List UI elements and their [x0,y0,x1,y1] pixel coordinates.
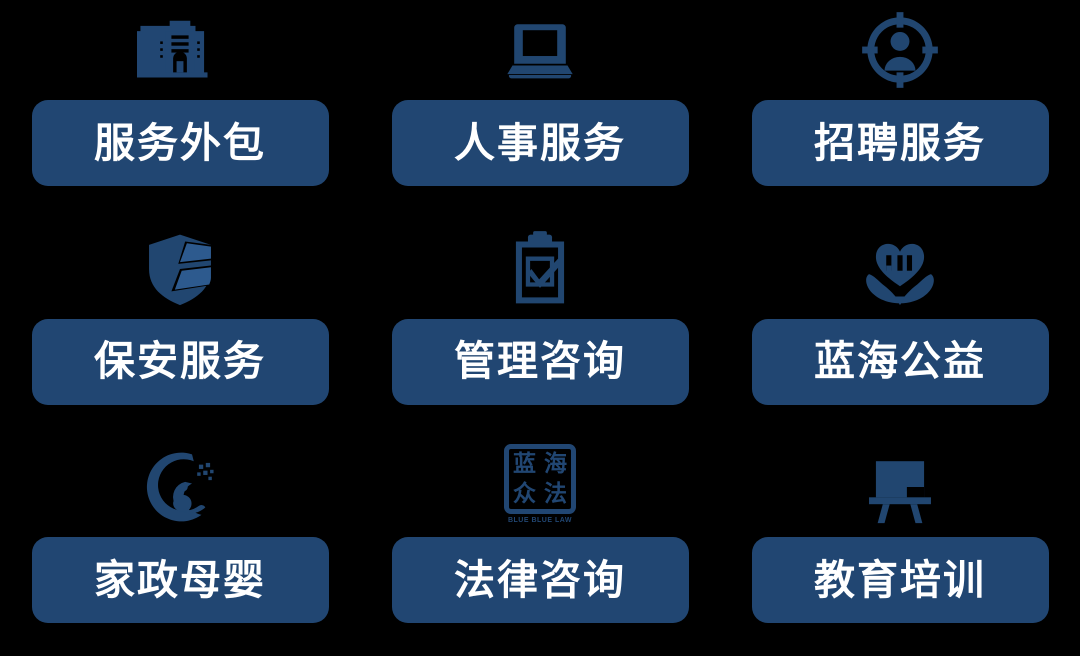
service-button-consulting[interactable]: 管理咨询 [391,318,689,405]
seal-char-1: 蓝 [513,450,536,477]
service-label: 法律咨询 [454,556,626,603]
service-cell-2: 人事服务 [360,0,720,219]
service-label: 家政母婴 [94,556,266,603]
person-target-icon [850,6,950,94]
service-label: 招聘服务 [814,119,986,166]
seal-char-2: 海 [544,450,567,477]
service-button-outsourcing[interactable]: 服务外包 [31,100,329,186]
service-cell-1: 服务外包 [0,0,360,219]
service-button-housekeeping[interactable]: 家政母婴 [31,537,329,624]
service-button-charity[interactable]: 蓝海公益 [751,318,1049,405]
service-label: 蓝海公益 [814,338,986,385]
service-label: 服务外包 [94,119,266,166]
laptop-icon [490,6,590,94]
service-button-security[interactable]: 保安服务 [31,318,329,405]
service-label: 人事服务 [454,119,626,166]
service-cell-6: 蓝海公益 [720,219,1080,438]
office-building-icon [130,6,230,94]
service-cell-7: 家政母婴 [0,437,360,656]
service-button-education[interactable]: 教育培训 [751,537,1049,624]
service-label: 保安服务 [94,338,266,385]
service-button-recruitment[interactable]: 招聘服务 [751,100,1049,186]
seal-box: 蓝 海 众 法 [504,444,576,515]
service-button-legal[interactable]: 法律咨询 [391,537,689,624]
service-label: 教育培训 [814,556,986,603]
mother-baby-icon [130,443,230,531]
blackboard-icon [850,443,950,531]
service-cell-8: 蓝 海 众 法 BLUE BLUE LAW 法律咨询 [360,437,720,656]
service-button-hr[interactable]: 人事服务 [391,100,689,186]
seal-subtitle: BLUE BLUE LAW [507,517,573,525]
seal-logo: 蓝 海 众 法 BLUE BLUE LAW [501,444,579,530]
service-cell-3: 招聘服务 [720,0,1080,219]
service-cell-9: 教育培训 [720,437,1080,656]
service-cell-4: 保安服务 [0,219,360,438]
seal-char-3: 众 [513,480,536,507]
shield-icon [130,225,230,313]
service-label: 管理咨询 [454,338,626,385]
hands-heart-icon [850,225,950,313]
seal-char-4: 法 [544,480,567,507]
law-seal-logo-icon: 蓝 海 众 法 BLUE BLUE LAW [490,443,590,531]
service-cell-5: 管理咨询 [360,219,720,438]
clipboard-check-icon [490,225,590,313]
